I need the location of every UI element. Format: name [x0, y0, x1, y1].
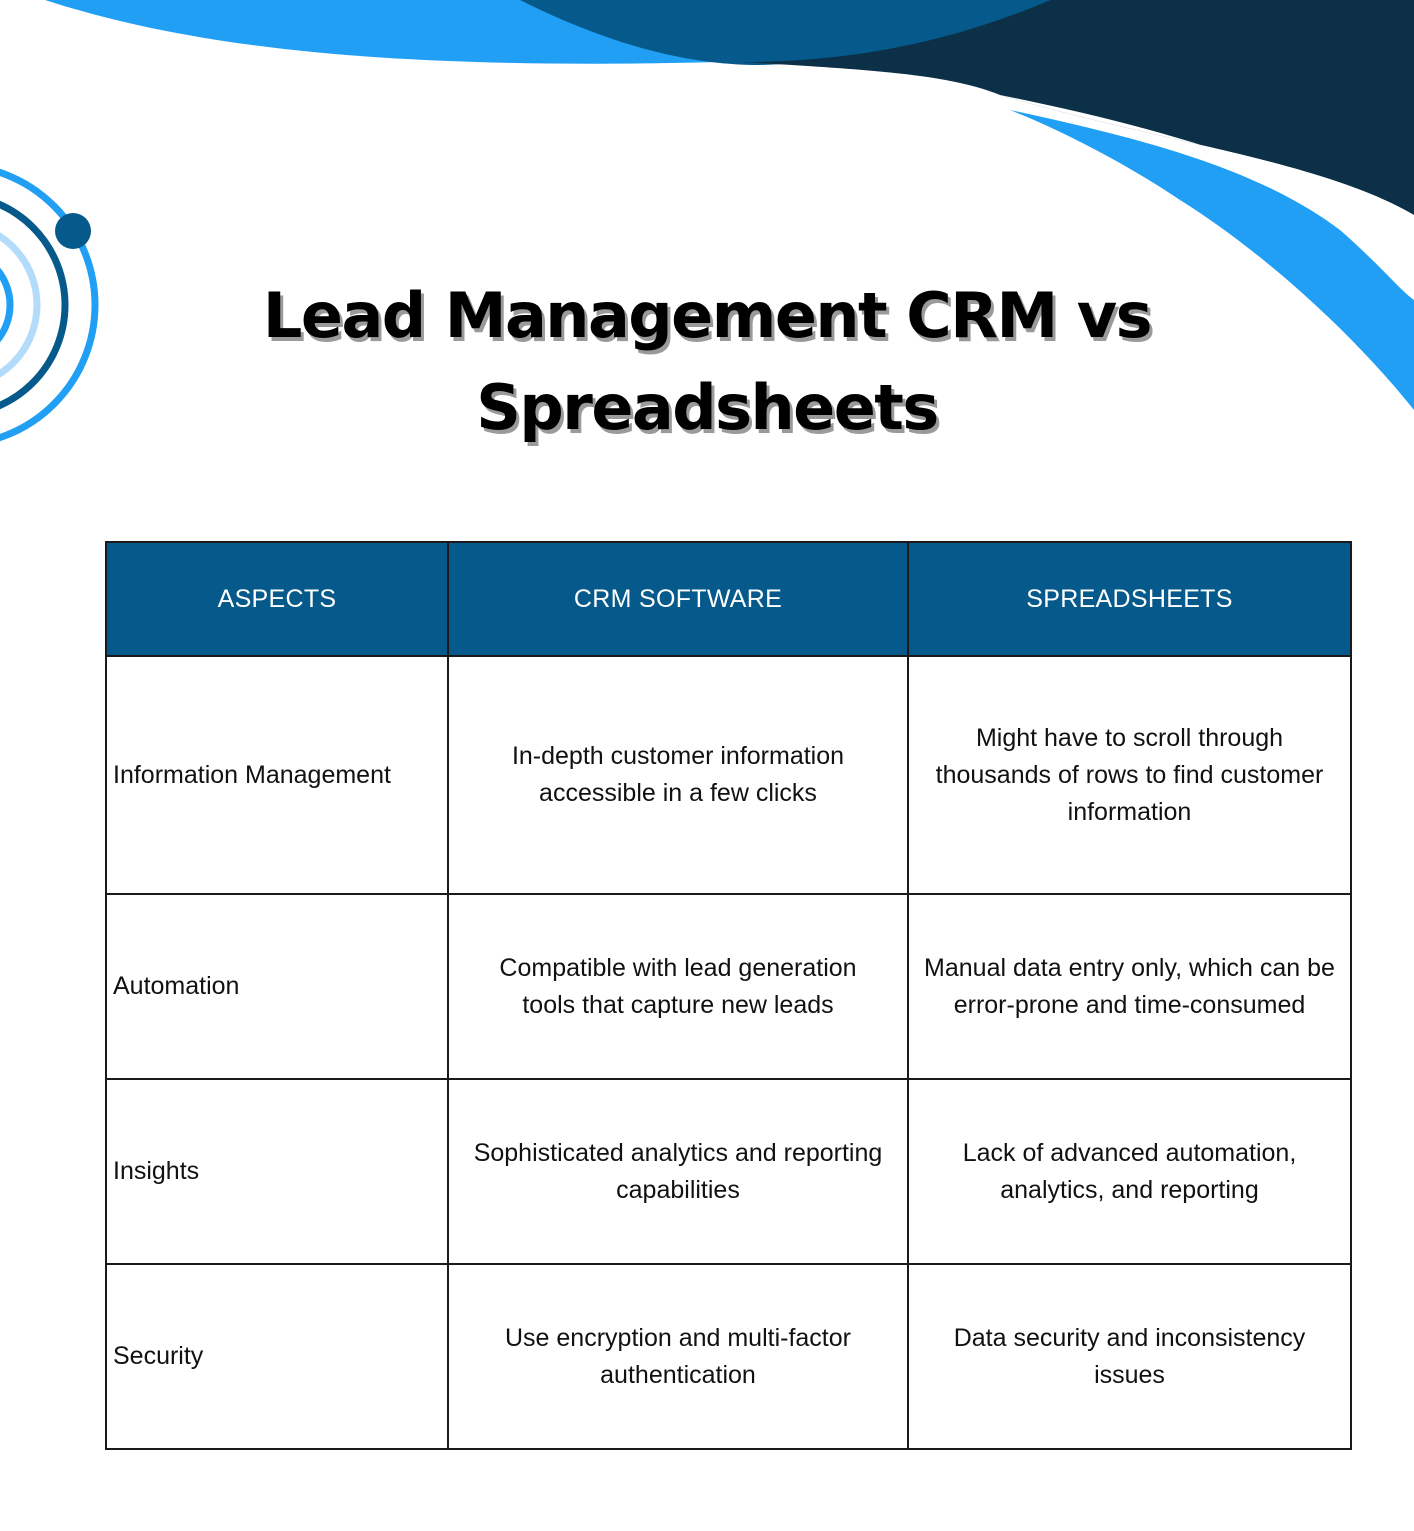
comparison-table: ASPECTS CRM SOFTWARE SPREADSHEETS Inform… — [105, 541, 1352, 1450]
aspect-cell: Insights — [105, 1078, 449, 1265]
title-line-2: Spreadsheets — [476, 371, 939, 444]
aspect-cell: Security — [105, 1263, 449, 1450]
page-title: Lead Management CRM vs Spreadsheets — [0, 270, 1414, 454]
spreadsheets-cell: Manual data entry only, which can be err… — [907, 893, 1352, 1080]
table-row: Security Use encryption and multi-factor… — [105, 1263, 1352, 1450]
crm-cell: In-depth customer information accessible… — [447, 655, 909, 895]
header-spreadsheets: SPREADSHEETS — [907, 541, 1352, 657]
crm-cell: Compatible with lead generation tools th… — [447, 893, 909, 1080]
table-row: Automation Compatible with lead generati… — [105, 893, 1352, 1080]
top-wave-mid — [520, 0, 1050, 65]
concentric-circles-icon — [0, 168, 99, 442]
aspect-cell: Automation — [105, 893, 449, 1080]
table-header-row: ASPECTS CRM SOFTWARE SPREADSHEETS — [105, 541, 1352, 657]
spreadsheets-cell: Might have to scroll through thousands o… — [907, 655, 1352, 895]
aspect-cell: Information Management — [105, 655, 449, 895]
right-wave-bright — [1010, 110, 1414, 410]
crm-cell: Use encryption and multi-factor authenti… — [447, 1263, 909, 1450]
table-row: Insights Sophisticated analytics and rep… — [105, 1078, 1352, 1265]
header-aspects: ASPECTS — [105, 541, 449, 657]
decorative-waves — [0, 0, 1414, 442]
top-wave-navy — [740, 0, 1414, 215]
table-row: Information Management In-depth customer… — [105, 655, 1352, 895]
crm-cell: Sophisticated analytics and reporting ca… — [447, 1078, 909, 1265]
title-line-1: Lead Management CRM vs — [262, 279, 1153, 352]
spreadsheets-cell: Lack of advanced automation, analytics, … — [907, 1078, 1352, 1265]
spreadsheets-cell: Data security and inconsistency issues — [907, 1263, 1352, 1450]
header-crm-software: CRM SOFTWARE — [447, 541, 909, 657]
